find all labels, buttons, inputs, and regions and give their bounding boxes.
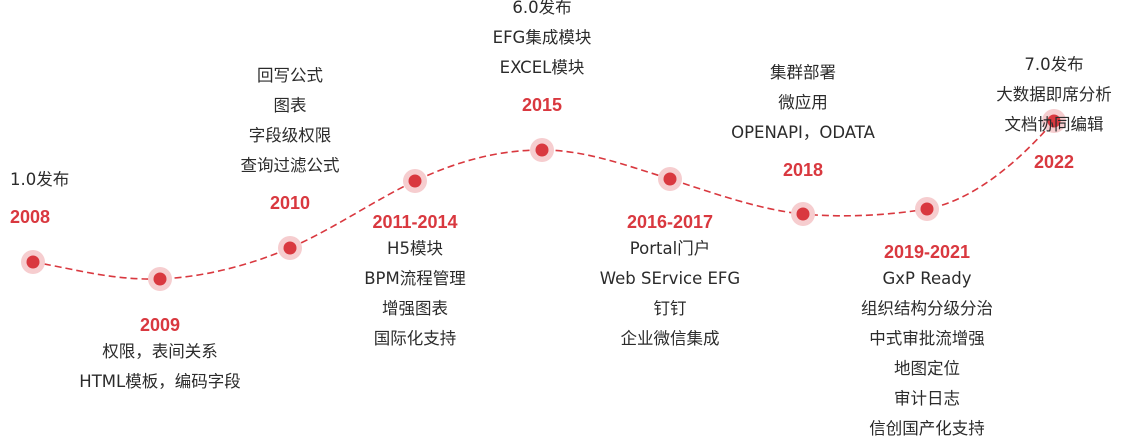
dashed-timeline-path [32, 120, 1055, 280]
milestone-2022: 2022 7.0发布大数据即席分析文档协同编辑 [934, 50, 1125, 174]
milestone-note: BPM流程管理 [364, 269, 466, 288]
milestone-2009: 2009 权限，表间关系 HTML模板，编码字段 [40, 313, 280, 397]
marker-dot [796, 207, 810, 221]
milestone-note: Portal门户 [629, 239, 711, 258]
marker-dot [283, 241, 297, 255]
milestone-2015: 2015 6.0发布 EFG集成模块 EXCEL模块 [422, 0, 662, 117]
milestone-note: 增强图表 [382, 299, 448, 318]
milestone-note: 回写公式 [257, 66, 323, 85]
milestone-notes: GxP Ready 组织结构分级分治中式审批流增强地图定位审计日志信创国产化支持 [807, 264, 1047, 444]
milestone-notes: 6.0发布 EFG集成模块 EXCEL模块 [422, 0, 662, 83]
marker-dot [920, 202, 934, 216]
milestone-year: 2015 [521, 95, 563, 115]
milestone-notes: 集群部署微应用 OPENAPI，ODATA [683, 58, 923, 148]
milestone-year: 2011-2014 [372, 212, 458, 232]
milestone-2010: 2010 回写公式图表字段级权限查询过滤公式 [170, 61, 410, 215]
milestone-note: H5模块 [387, 239, 443, 258]
milestone-markers [21, 109, 1066, 291]
milestone-note: 钉钉 [653, 299, 687, 318]
milestone-note: 字段级权限 [248, 126, 332, 145]
milestone-notes: 权限，表间关系 HTML模板，编码字段 [40, 337, 280, 397]
milestone-notes: 1.0发布 [0, 165, 240, 195]
milestone-note: 组织结构分级分治 [861, 299, 993, 318]
milestone-year: 2022 [1033, 152, 1075, 172]
milestone-note: EFG集成模块 [492, 28, 592, 47]
marker-dot [408, 174, 422, 188]
milestone-note: Web SErvice EFG [599, 269, 741, 288]
milestone-notes: 7.0发布大数据即席分析文档协同编辑 [934, 50, 1125, 140]
milestone-note: 中式审批流增强 [869, 329, 985, 348]
marker-dot [153, 272, 167, 286]
milestone-notes: 回写公式图表字段级权限查询过滤公式 [170, 61, 410, 181]
milestone-note: HTML模板，编码字段 [79, 372, 241, 391]
milestone-note: 图表 [273, 96, 307, 115]
milestone-note: GxP Ready [882, 269, 972, 288]
marker-dot [1047, 114, 1061, 128]
marker-dot [26, 255, 40, 269]
milestone-notes: Portal门户 Web SErvice EFG 钉钉企业微信集成 [550, 234, 790, 354]
marker-dot [663, 172, 677, 186]
marker-dot [535, 143, 549, 157]
milestone-notes: H5模块 BPM流程管理增强图表国际化支持 [295, 234, 535, 354]
milestone-year: 2008 [10, 207, 51, 227]
milestone-note: 6.0发布 [512, 0, 572, 17]
milestone-note: 地图定位 [894, 359, 960, 378]
milestone-note: 查询过滤公式 [240, 156, 340, 175]
milestone-note: 企业微信集成 [620, 329, 720, 348]
milestone-note: 权限，表间关系 [102, 342, 218, 361]
milestone-note: EXCEL模块 [499, 58, 585, 77]
milestone-note: 国际化支持 [373, 329, 457, 348]
milestone-note: 审计日志 [894, 389, 960, 408]
milestone-note: 信创国产化支持 [869, 419, 985, 438]
milestone-year: 2010 [269, 193, 311, 213]
milestone-year: 2016-2017 [626, 212, 714, 232]
milestone-year: 2018 [782, 160, 824, 180]
milestone-note: 文档协同编辑 [1004, 115, 1104, 134]
milestone-note: 7.0发布 [1024, 55, 1084, 74]
milestone-note: OPENAPI，ODATA [731, 123, 875, 142]
milestone-2018: 2018 集群部署微应用 OPENAPI，ODATA [683, 58, 923, 182]
milestone-2008: 2008 1.0发布 [0, 165, 240, 229]
milestone-year: 2009 [139, 315, 181, 335]
milestone-note: 大数据即席分析 [996, 85, 1112, 104]
milestone-note: 1.0发布 [10, 170, 70, 189]
milestone-year: 2019-2021 [883, 242, 971, 262]
milestone-note: 集群部署 [770, 63, 836, 82]
milestone-note: 微应用 [778, 93, 828, 112]
